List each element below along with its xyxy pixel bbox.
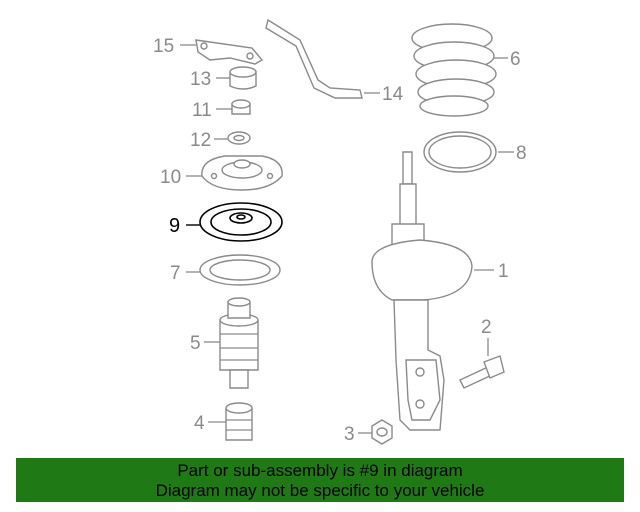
part-11-nut — [231, 99, 251, 115]
callout-5: 5 — [190, 333, 201, 354]
callout-15: 15 — [153, 36, 174, 57]
callout-12: 12 — [190, 130, 211, 151]
banner-line-1: Part or sub-assembly is #9 in diagram — [177, 461, 463, 480]
banner-line-2: Diagram may not be specific to your vehi… — [155, 481, 485, 500]
part-10-strut-mount — [201, 155, 283, 191]
callout-11: 11 — [192, 100, 212, 121]
callout-10: 10 — [160, 167, 181, 188]
part-13-cap — [229, 66, 257, 90]
callout-3: 3 — [344, 424, 355, 445]
part-5-dust-boot — [219, 297, 259, 389]
callout-1: 1 — [498, 261, 509, 282]
part-4-bump-stop — [225, 402, 253, 441]
part-12-washer — [227, 131, 251, 145]
part-8-insulator — [423, 131, 497, 173]
callout-13: 13 — [190, 69, 211, 90]
callout-4: 4 — [194, 413, 205, 434]
part-9-mount-plate — [199, 202, 283, 242]
part-15-bracket — [195, 39, 264, 65]
callout-8: 8 — [516, 143, 527, 164]
callout-9: 9 — [169, 215, 180, 237]
parts-diagram: 15 14 13 11 12 10 9 — [153, 18, 527, 445]
part-1-strut — [371, 151, 473, 431]
callout-6: 6 — [510, 49, 521, 70]
part-7-spring-seat — [199, 254, 281, 286]
part-14-stabilizer-link — [265, 18, 363, 99]
callout-7: 7 — [170, 263, 181, 284]
part-3-nut — [371, 419, 393, 445]
callout-2: 2 — [481, 317, 492, 338]
callout-14: 14 — [382, 84, 404, 105]
part-6-coil-spring — [411, 23, 497, 117]
part-2-bolt — [459, 355, 505, 389]
info-banner: Part or sub-assembly is #9 in diagram Di… — [16, 458, 624, 502]
